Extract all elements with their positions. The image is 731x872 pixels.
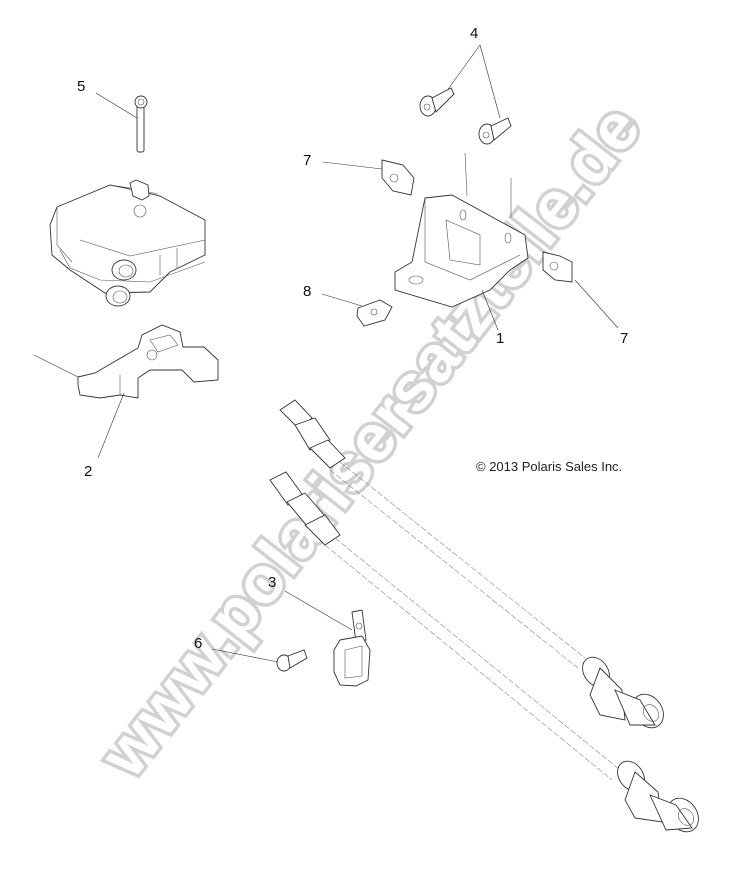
- clip-nut-part: [321, 293, 393, 327]
- callout-7-left: 7: [303, 152, 312, 169]
- callout-3: 3: [268, 574, 277, 591]
- cable-assembly-upper-part: [279, 399, 664, 729]
- callout-2: 2: [84, 463, 93, 480]
- callout-4: 4: [470, 25, 479, 42]
- callout-1: 1: [496, 330, 505, 347]
- callout-8: 8: [303, 283, 312, 300]
- callout-5: 5: [77, 78, 86, 95]
- cable-clamp-part: [284, 590, 371, 687]
- speed-nut-right-part: [542, 251, 619, 329]
- flange-bolt-part: [211, 648, 308, 672]
- cable-assembly-lower-part: [269, 471, 699, 833]
- callout-7-right: 7: [620, 330, 629, 347]
- copyright-text: © 2013 Polaris Sales Inc.: [476, 459, 623, 474]
- bracket-screw-parts: [419, 44, 512, 145]
- mounting-bracket-part: [394, 152, 529, 331]
- callout-6: 6: [194, 635, 203, 652]
- speed-nut-left-part: [322, 159, 415, 196]
- module-holder-clip-part: [33, 324, 219, 459]
- module-block-part: [49, 179, 206, 307]
- long-screw-part: [95, 92, 148, 153]
